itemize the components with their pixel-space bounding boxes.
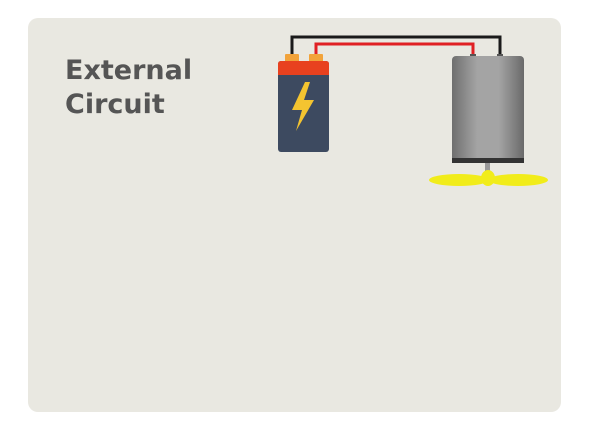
battery-cap (278, 61, 329, 75)
dc-motor-icon (452, 56, 524, 162)
battery-terminal-positive (309, 54, 323, 63)
motor-shaft (485, 163, 490, 176)
title-line-2: Circuit (65, 89, 165, 120)
diagram-title: External Circuit (65, 54, 192, 122)
propeller-icon (429, 170, 548, 186)
battery (278, 54, 329, 152)
propeller-hub (481, 170, 495, 186)
propeller-blade-left (429, 174, 489, 186)
battery-terminal-negative (285, 54, 299, 63)
negative-wire (290, 35, 502, 57)
positive-wire (314, 42, 475, 57)
propeller-blade-right (488, 174, 548, 186)
motor (452, 54, 524, 176)
title-line-1: External (65, 55, 193, 86)
lightning-bolt-icon (292, 82, 314, 131)
motor-base (452, 158, 524, 163)
